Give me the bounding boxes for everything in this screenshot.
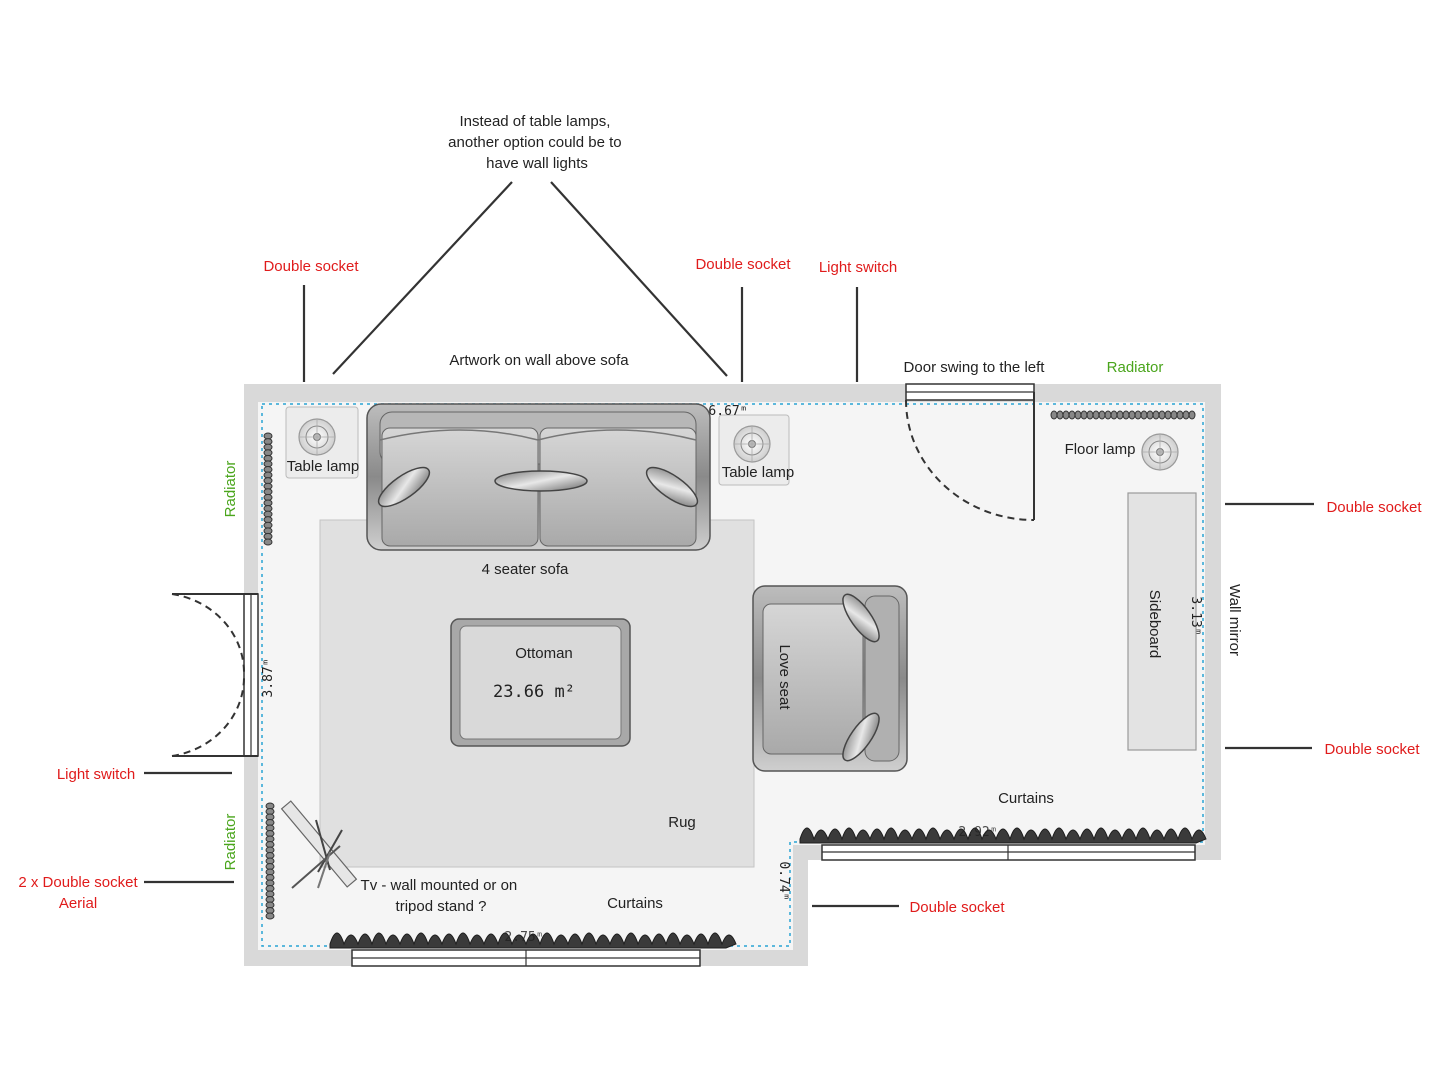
radiator-top-label: Radiator: [1107, 359, 1164, 376]
sofa-label: 4 seater sofa: [482, 561, 569, 578]
window-bottom-left: [351, 949, 701, 967]
radiator-left-bottom: [265, 802, 275, 920]
love-seat-label: Love seat: [776, 644, 793, 710]
double-socket-bottom-label: Double socket: [909, 899, 1005, 916]
table-lamp-left: [285, 406, 359, 479]
dimension-bottom-left: 2.75ᵐ: [504, 930, 543, 945]
sideboard: [1127, 492, 1197, 751]
curtains-bottom-right: [799, 827, 1207, 844]
two-double-socket-label: 2 x Double socket: [18, 874, 138, 891]
dimension-top: 6.67ᵐ: [708, 404, 747, 419]
table-lamp-right-label: Table lamp: [722, 464, 795, 481]
floor-lamp: [1141, 433, 1179, 471]
ottoman-label: Ottoman: [515, 645, 573, 662]
double-socket-right-bottom-label: Double socket: [1324, 741, 1420, 758]
tv-stand: [280, 800, 358, 889]
sideboard-label: Sideboard: [1146, 590, 1163, 658]
dimension-right: 3.13ᵐ: [1188, 596, 1203, 635]
window-bottom-right: [821, 844, 1196, 861]
radiator-left-top-label: Radiator: [222, 461, 239, 518]
curtains-left-label: Curtains: [607, 895, 663, 912]
dimension-left: 3.87ᵐ: [261, 658, 276, 697]
curtains-bottom-left: [329, 932, 737, 949]
ottoman: [450, 618, 631, 747]
aerial-label: Aerial: [59, 895, 97, 912]
floor-lamp-label: Floor lamp: [1065, 441, 1136, 458]
light-switch-left-label: Light switch: [57, 766, 135, 783]
double-door-left: [171, 593, 259, 757]
love-seat: [752, 585, 908, 772]
table-lamp-left-label: Table lamp: [287, 458, 360, 475]
curtains-right-label: Curtains: [998, 790, 1054, 807]
radiator-top-right: [1050, 410, 1196, 420]
door-swing-label: Door swing to the left: [904, 359, 1046, 376]
tv-note: Tv - wall mounted or on tripod stand ?: [361, 877, 522, 915]
table-lamp-right: [718, 414, 790, 486]
double-socket-right-top-label: Double socket: [1326, 499, 1422, 516]
radiator-left-top: [263, 432, 273, 546]
wall-lights-note: Instead of table lamps, another option c…: [448, 113, 626, 172]
leader-lines: [144, 181, 1314, 908]
area-label: 23.66 m²: [493, 682, 575, 702]
double-socket-top-left-label: Double socket: [263, 258, 359, 275]
rug-label: Rug: [668, 814, 696, 831]
artwork-label: Artwork on wall above sofa: [449, 352, 629, 369]
dimension-bottom-right: 2.92ᵐ: [958, 825, 997, 840]
wall-mirror-label: Wall mirror: [1226, 584, 1243, 656]
double-socket-top-mid-label: Double socket: [695, 256, 791, 273]
light-switch-top-label: Light switch: [819, 259, 897, 276]
radiator-left-bottom-label: Radiator: [222, 814, 239, 871]
door-top-right: [905, 383, 1035, 521]
sofa: [366, 403, 711, 551]
dimension-outline: [261, 403, 1204, 947]
dimension-step: 0.74ᵐ: [776, 861, 791, 900]
